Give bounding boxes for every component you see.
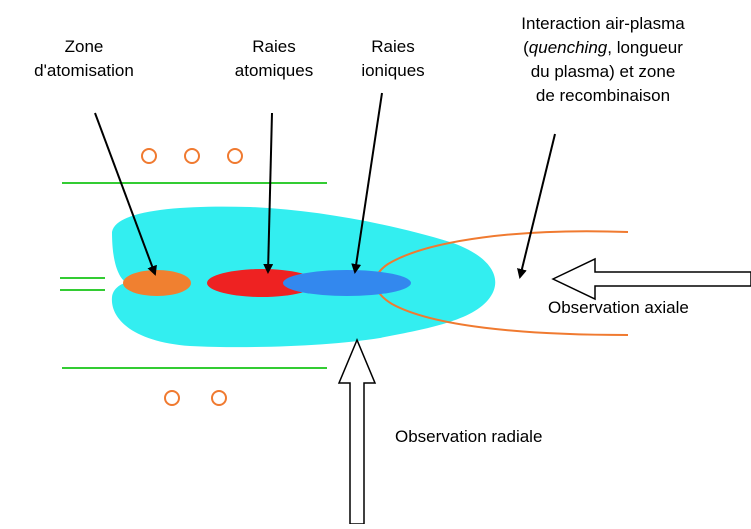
label-atomic-lines: Raies atomiques bbox=[206, 35, 342, 83]
label-line: Interaction air-plasma bbox=[521, 14, 685, 33]
coil-circle-icon bbox=[164, 390, 180, 406]
label-air-plasma-interaction: Interaction air-plasma (quenching, longu… bbox=[458, 12, 748, 108]
label-ionic-lines: Raies ioniques bbox=[348, 35, 438, 83]
label-line: ioniques bbox=[361, 61, 425, 80]
label-line: du plasma) et zone bbox=[530, 62, 676, 81]
pointer-arrow bbox=[351, 92, 383, 274]
coil-circle-icon bbox=[184, 148, 200, 164]
axial-observation-arrow bbox=[551, 257, 751, 301]
coil-circle-icon bbox=[227, 148, 243, 164]
quenching-term: quenching bbox=[528, 38, 608, 57]
atomisation-zone bbox=[123, 270, 191, 296]
coil-circle-icon bbox=[211, 390, 227, 406]
label-line: Zone bbox=[64, 37, 104, 56]
label-radial-observation: Observation radiale bbox=[395, 427, 543, 446]
coil-circle-icon bbox=[141, 148, 157, 164]
label-line: atomiques bbox=[234, 61, 314, 80]
radial-observation-arrow bbox=[337, 338, 377, 525]
label-axial-observation: Observation axiale bbox=[548, 298, 689, 317]
pointer-arrow bbox=[517, 133, 556, 279]
pointer-arrow bbox=[263, 112, 274, 274]
label-line: (quenching, longueur bbox=[523, 38, 683, 57]
atomic-lines-zone bbox=[207, 269, 317, 297]
ionic-lines-zone bbox=[283, 270, 411, 296]
label-line: de recombinaison bbox=[535, 86, 671, 105]
label-line: Raies bbox=[371, 37, 415, 56]
label-atomisation-zone: Zone d'atomisation bbox=[0, 35, 168, 83]
label-line: Raies bbox=[252, 37, 296, 56]
pointer-arrow bbox=[94, 112, 157, 276]
label-line: d'atomisation bbox=[34, 61, 134, 80]
